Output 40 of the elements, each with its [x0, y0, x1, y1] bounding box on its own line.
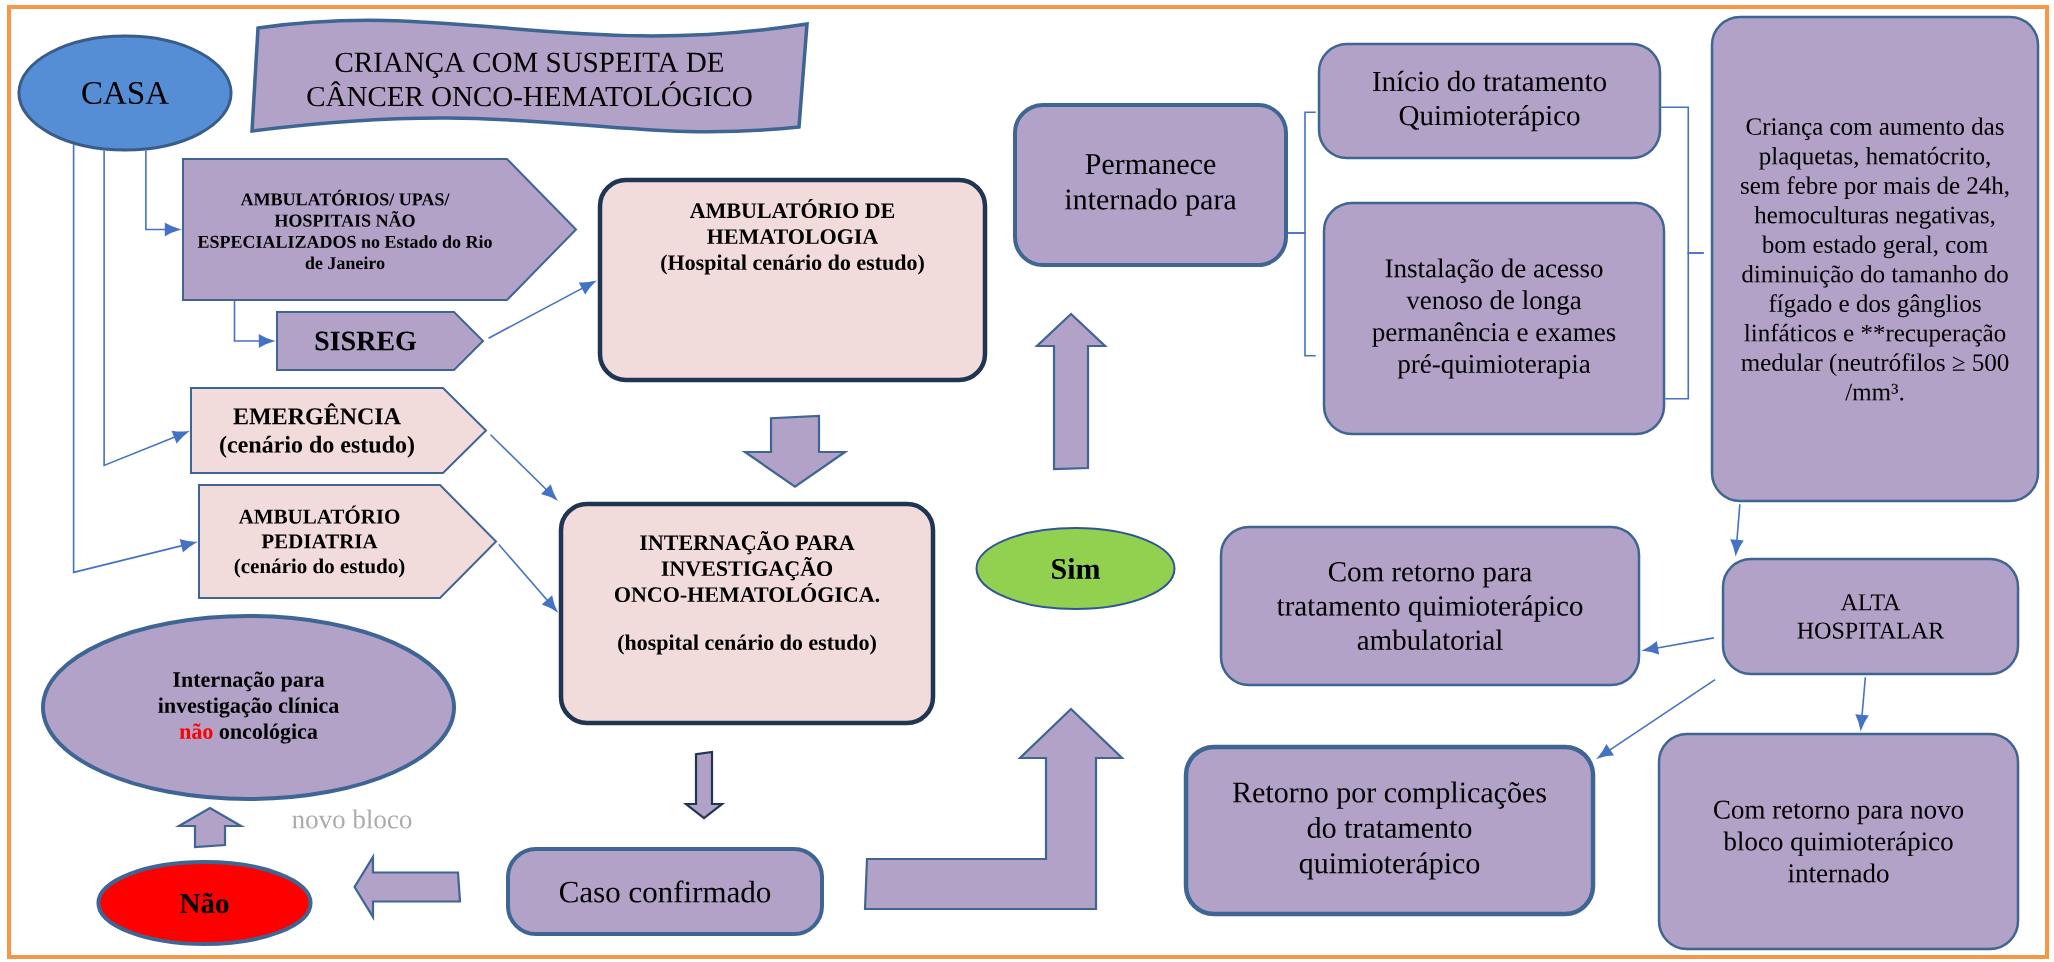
block-arrow — [863, 707, 1125, 911]
pentagon-box: SISREG — [276, 311, 485, 371]
pentagon-box: EMERGÊNCIA (cenário do estudo) — [190, 387, 488, 474]
title-banner: CRIANÇA COM SUSPEITA DE CÂNCER ONCO-HEMATOLÓGICO — [250, 18, 809, 134]
process-box: AMBULATÓRIO DE HEMATOLOGIA (Hospital cenário do estudo) — [597, 177, 988, 383]
block-arrow — [682, 750, 726, 820]
pentagon-box: AMBULATÓRIO PEDIATRIA (cenário do estudo) — [198, 484, 498, 599]
block-arrow — [174, 806, 246, 849]
connector-line — [1287, 232, 1317, 357]
faint-text: novo bloco — [292, 809, 412, 829]
arrow — [72, 143, 196, 574]
arrow — [498, 543, 557, 612]
start-oval: CASA — [17, 34, 233, 152]
process-box: Criança com aumento das plaquetas, hematócrito, sem febre por mais de 24h, hemoculturas negativas, bom estado geral, com diminuição do tamanho do fígado e dos gânglios linfáticos e **recuperação medular (neutrófilos ≥ 500 /mm³. — [1710, 15, 2040, 503]
process-box: Instalação de acesso venoso de longa permanência e exames pré-quimioterapia — [1322, 201, 1666, 436]
process-box: Início do tratamento Quimioterápico — [1317, 42, 1662, 160]
process-box: INTERNAÇÃO PARA INVESTIGAÇÃO ONCO-HEMATOLÓGICA. (hospital cenário do estudo) — [558, 501, 936, 726]
arrow — [1597, 678, 1716, 759]
process-box: Permanece internado para — [1013, 103, 1288, 267]
arrow — [103, 149, 188, 467]
connector-line — [1664, 252, 1705, 400]
pentagon-box: AMBULATÓRIOS/ UPAS/ HOSPITAIS NÃO ESPECIALIZADOS no Estado do Rio de Janeiro — [182, 158, 578, 301]
arrow — [489, 433, 557, 500]
process-box: Com retorno para novo bloco quimioterápico internado — [1657, 732, 2020, 951]
oval-node: Internação para investigação clínica não oncológica — [41, 614, 456, 801]
decision-oval: Sim — [975, 527, 1176, 610]
block-arrow — [741, 414, 849, 489]
process-box: Caso confirmado — [506, 847, 824, 936]
process-box: Com retorno para tratamento quimioterápico ambulatorial — [1219, 525, 1641, 687]
arrow — [1730, 503, 1744, 555]
process-box: Retorno por complicações do tratamento quimioterápico — [1183, 744, 1596, 917]
arrow — [1643, 637, 1715, 655]
arrow — [487, 281, 595, 339]
arrow — [145, 149, 180, 236]
process-box: ALTA HOSPITALAR — [1721, 557, 2020, 676]
arrow — [233, 299, 274, 348]
arrow — [1855, 676, 1869, 730]
block-arrow — [1034, 312, 1108, 471]
block-arrow — [353, 853, 462, 921]
decision-oval: Não — [96, 860, 313, 946]
